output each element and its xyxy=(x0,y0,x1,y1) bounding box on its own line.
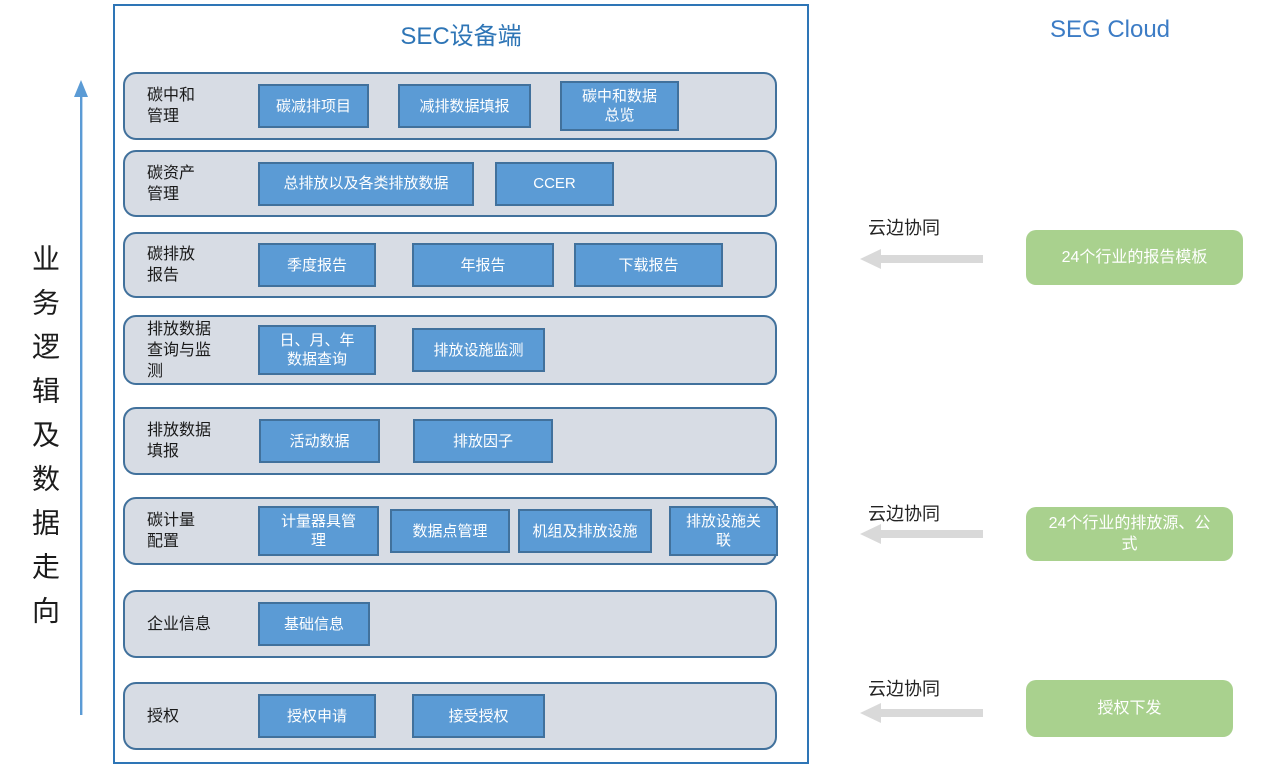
device-panel-title: SEC设备端 xyxy=(400,23,522,50)
module-button: 年报告 xyxy=(412,243,554,287)
module-button: 排放因子 xyxy=(413,419,553,463)
module-row: 授权 授权申请接受授权 xyxy=(123,682,777,750)
module-button: 碳减排项目 xyxy=(258,84,369,128)
module-row: 碳排放 报告 季度报告年报告下载报告 xyxy=(123,232,777,298)
flow-direction-label: 业务逻辑及数据走向 xyxy=(29,244,60,640)
module-row-label: 企业信息 xyxy=(147,615,212,633)
sec-device-panel: SEC设备端 碳中和 管理 碳减排项目减排数据填报碳中和数据 总览碳资产 管理 总排… xyxy=(113,4,809,764)
module-button: 基础信息 xyxy=(258,602,370,646)
module-row: 排放数据 填报 活动数据排放因子 xyxy=(123,407,777,475)
module-button: 机组及排放设施 xyxy=(518,509,652,553)
sync-arrow-label: 云边协同 xyxy=(868,218,940,238)
module-button: CCER xyxy=(495,161,614,206)
module-button: 排放设施关 联 xyxy=(669,506,778,556)
module-row-label: 排放数据 填报 xyxy=(147,422,212,460)
module-row: 碳中和 管理 碳减排项目减排数据填报碳中和数据 总览 xyxy=(123,72,777,140)
module-button: 碳中和数据 总览 xyxy=(560,81,679,131)
cloud-capability-box: 24个行业的排放源、公 式 xyxy=(1026,507,1233,561)
module-row-label: 碳排放 报告 xyxy=(147,246,196,284)
cloud-panel-title: SEG Cloud xyxy=(1049,16,1171,43)
module-button: 季度报告 xyxy=(258,243,376,287)
module-row: 碳资产 管理 总排放以及各类排放数据 CCER xyxy=(123,150,777,217)
cloud-capability-box: 授权下发 xyxy=(1026,680,1233,737)
sync-arrow-label: 云边协同 xyxy=(868,504,940,524)
module-button: 下载报告 xyxy=(574,243,723,287)
sync-arrow-label: 云边协同 xyxy=(868,679,940,699)
module-button: 日、月、年 数据查询 xyxy=(258,325,376,375)
module-row-label: 排放数据 查询与监 测 xyxy=(147,320,212,380)
module-button: 计量器具管 理 xyxy=(258,506,379,556)
module-row-label: 碳计量 配置 xyxy=(147,512,196,550)
module-row-label: 碳资产 管理 xyxy=(147,164,196,203)
left-arrow-icon xyxy=(860,249,983,269)
module-row: 排放数据 查询与监 测日、月、年 数据查询排放设施监测 xyxy=(123,315,777,385)
flow-up-arrow-icon xyxy=(74,80,88,715)
module-button: 数据点管理 xyxy=(390,509,510,553)
module-row: 碳计量 配置 计量器具管 理数据点管理机组及排放设施排放设施关 联 xyxy=(123,497,778,565)
module-button: 排放设施监测 xyxy=(412,328,545,372)
module-button: 接受授权 xyxy=(412,694,545,738)
module-button: 总排放以及各类排放数据 xyxy=(258,161,474,206)
cloud-capability-box: 24个行业的报告模板 xyxy=(1026,230,1243,285)
module-button: 活动数据 xyxy=(259,419,380,463)
module-button: 减排数据填报 xyxy=(398,84,531,128)
module-row-label: 授权 xyxy=(147,707,180,725)
module-button: 授权申请 xyxy=(258,694,376,738)
left-arrow-icon xyxy=(860,703,983,723)
left-arrow-icon xyxy=(860,524,983,544)
module-row: 企业信息 基础信息 xyxy=(123,590,777,658)
module-row-label: 碳中和 管理 xyxy=(147,87,196,125)
